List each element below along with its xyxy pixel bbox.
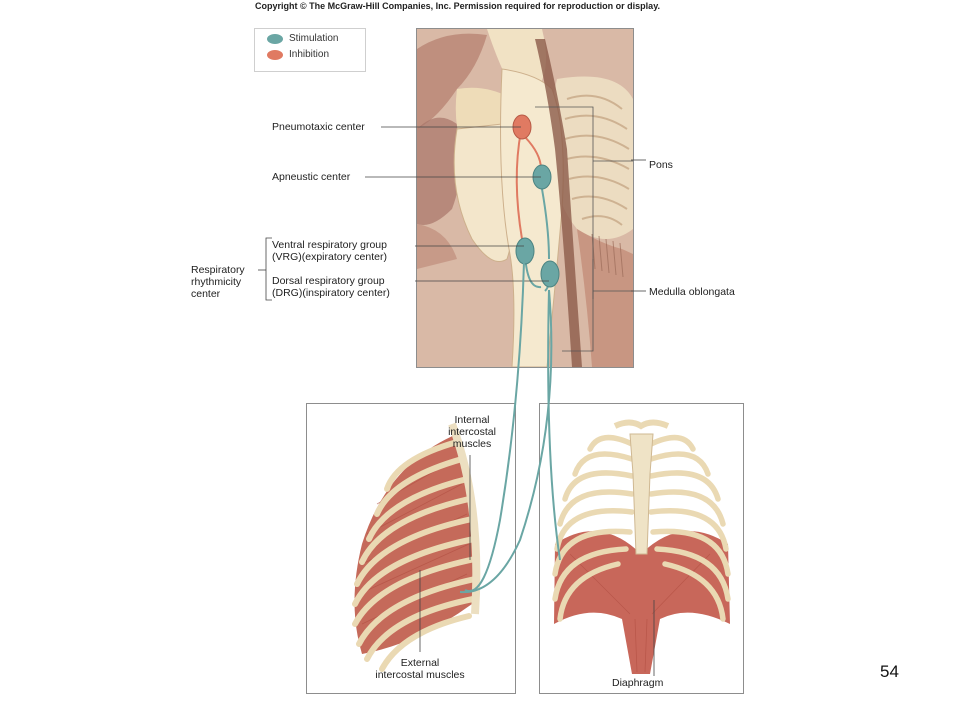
brainstem-illustration bbox=[416, 28, 634, 368]
inhibition-swatch bbox=[267, 49, 283, 60]
label-respiratory-rhythmicity-center: Respiratory rhythmicity center bbox=[191, 264, 245, 300]
copyright-notice: Copyright © The McGraw-Hill Companies, I… bbox=[255, 1, 661, 11]
slide-number: 54 bbox=[880, 662, 899, 681]
label-vrg: Ventral respiratory group (VRG)(expirato… bbox=[272, 239, 387, 263]
label-drg-line2: (DRG)(inspiratory center) bbox=[272, 287, 390, 299]
label-diaphragm: Diaphragm bbox=[612, 677, 664, 689]
legend-label-stimulation: Stimulation bbox=[289, 33, 339, 44]
legend-item-stimulation: Stimulation bbox=[267, 33, 338, 44]
rib-cage-front-drawing bbox=[540, 404, 743, 693]
label-internal-intercostal-muscles: Internal intercostal muscles bbox=[442, 414, 502, 450]
label-vrg-line1: Ventral respiratory group bbox=[272, 239, 387, 251]
legend: Stimulation Inhibition bbox=[254, 28, 366, 72]
label-pneumotaxic-center: Pneumotaxic center bbox=[272, 121, 365, 133]
rib-cage-front-illustration bbox=[539, 403, 744, 694]
label-internal-line2: intercostal bbox=[448, 426, 496, 438]
brainstem-drawing bbox=[417, 29, 633, 367]
label-internal-line1: Internal bbox=[454, 414, 490, 426]
label-rhythm-line3: center bbox=[191, 288, 221, 300]
stimulation-swatch bbox=[267, 33, 283, 44]
label-rhythm-line2: rhythmicity bbox=[191, 276, 242, 288]
label-external-intercostal-muscles: External intercostal muscles bbox=[365, 657, 475, 681]
label-vrg-line2: (VRG)(expiratory center) bbox=[272, 251, 387, 263]
label-pons: Pons bbox=[649, 159, 673, 171]
label-drg: Dorsal respiratory group (DRG)(inspirato… bbox=[272, 275, 390, 299]
label-drg-line1: Dorsal respiratory group bbox=[272, 275, 385, 287]
label-rhythm-line1: Respiratory bbox=[191, 264, 245, 276]
label-external-line1: External bbox=[400, 657, 440, 669]
label-medulla-oblongata: Medulla oblongata bbox=[649, 286, 735, 298]
label-apneustic-center: Apneustic center bbox=[272, 171, 351, 183]
label-external-line2: intercostal muscles bbox=[375, 669, 465, 681]
legend-item-inhibition: Inhibition bbox=[267, 49, 329, 60]
label-internal-line3: muscles bbox=[452, 438, 492, 450]
legend-label-inhibition: Inhibition bbox=[289, 49, 330, 60]
